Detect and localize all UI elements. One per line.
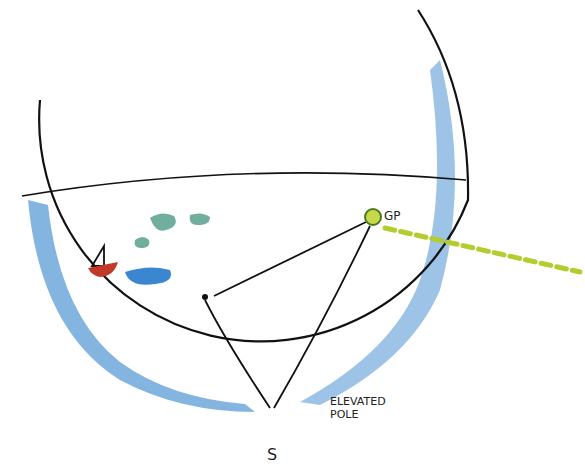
land-blotch bbox=[135, 213, 210, 248]
boat-sail bbox=[92, 246, 104, 266]
great-circle bbox=[22, 173, 466, 196]
sea-shading bbox=[300, 60, 455, 405]
observer-position bbox=[202, 294, 208, 300]
boat-hull bbox=[88, 262, 118, 277]
point-label: GP bbox=[384, 210, 401, 224]
geographical-position bbox=[365, 209, 381, 225]
point-label: S bbox=[267, 446, 277, 464]
zenith-distance-line bbox=[214, 222, 366, 296]
meridian-line bbox=[205, 300, 270, 408]
note-label: ELEVATED POLE bbox=[330, 396, 400, 421]
sea-blotch bbox=[125, 267, 171, 284]
meridian-line bbox=[274, 226, 370, 408]
light-ray bbox=[385, 228, 580, 272]
